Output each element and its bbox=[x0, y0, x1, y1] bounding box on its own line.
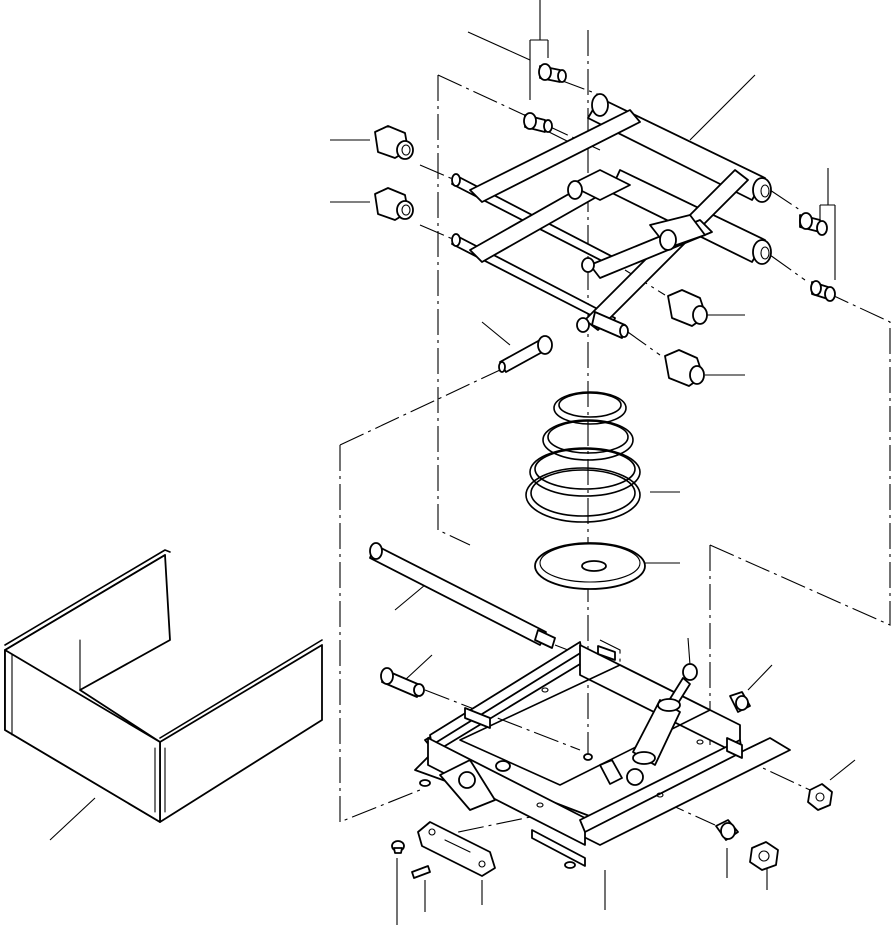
bushing-right-lower-icon bbox=[664, 349, 705, 387]
lower-bolt-icon bbox=[523, 112, 553, 133]
plate-icon bbox=[417, 821, 496, 877]
leader-lines bbox=[49, 0, 856, 925]
nut-upper-left-icon bbox=[374, 125, 414, 160]
hex-nut-right-icon bbox=[807, 783, 833, 811]
long-shaft-icon bbox=[369, 542, 556, 649]
base-frame-icon bbox=[414, 641, 791, 869]
nut-right-upper-icon bbox=[799, 212, 828, 236]
scissor-linkage-icon bbox=[451, 93, 772, 339]
cover-icon bbox=[4, 549, 323, 823]
washer-plate-icon bbox=[534, 542, 646, 590]
bushing-right-upper-icon bbox=[667, 289, 708, 327]
nut-lower-left-icon bbox=[374, 187, 414, 221]
rivet-icon bbox=[411, 865, 431, 879]
bushing-bottom-icon bbox=[715, 819, 739, 841]
hex-nut-bottom-icon bbox=[749, 841, 779, 871]
nut-right-lower-icon bbox=[810, 280, 836, 302]
screw-icon bbox=[391, 840, 405, 854]
upper-bolt-icon bbox=[538, 63, 567, 83]
pin-icon bbox=[498, 335, 553, 373]
conical-spring-icon bbox=[525, 391, 641, 523]
assembly-lines bbox=[339, 30, 891, 841]
shock-absorber-icon bbox=[599, 663, 698, 786]
nut-right-lower-extra-icon bbox=[729, 691, 751, 713]
short-bolt-icon bbox=[380, 667, 425, 698]
